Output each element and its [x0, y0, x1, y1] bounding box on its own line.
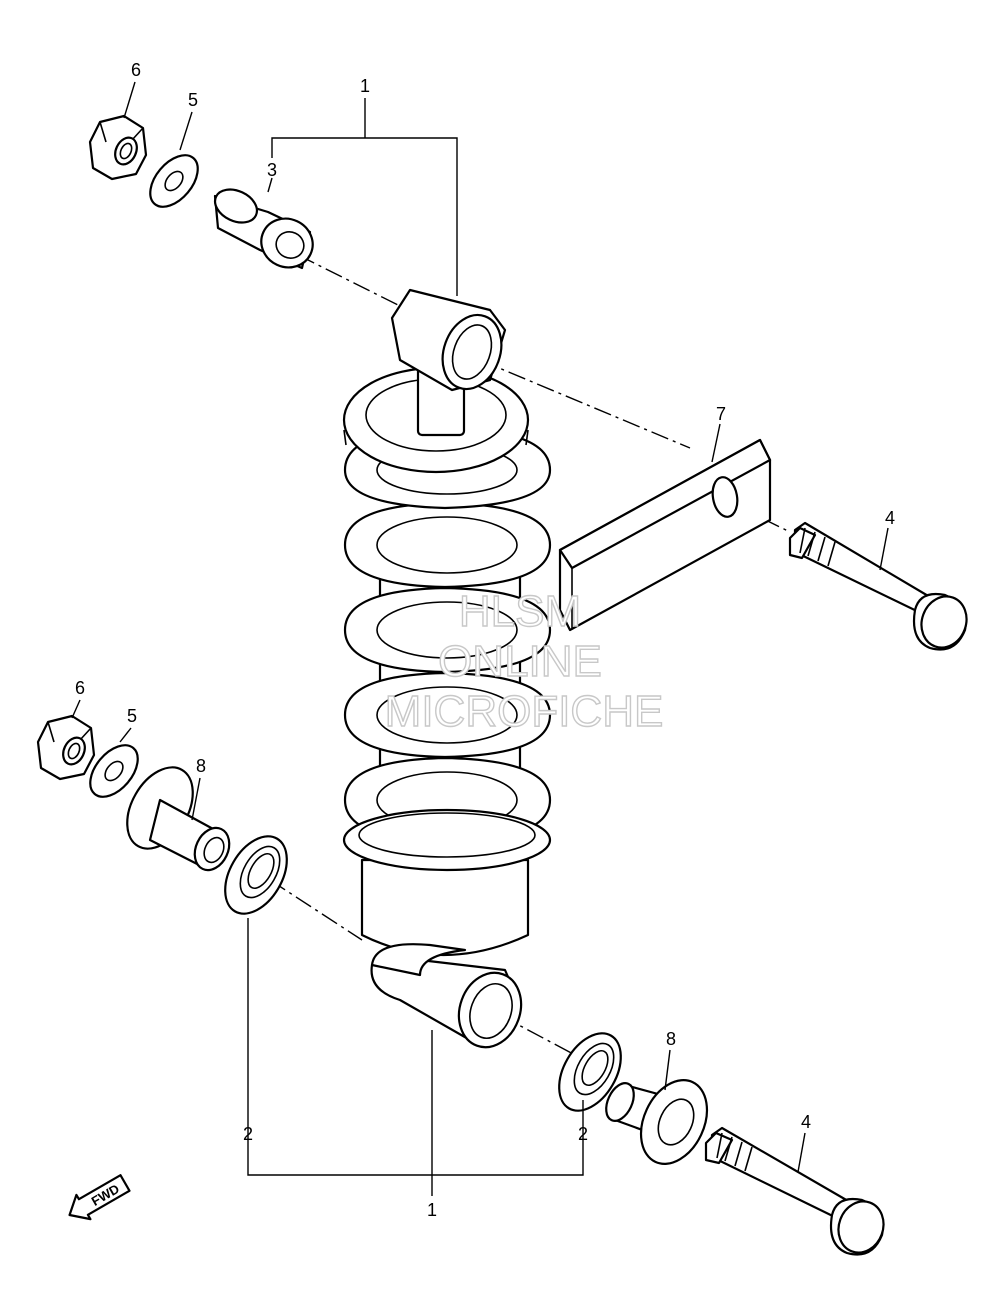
callout-4-right: 4 — [885, 508, 895, 528]
centerline-upper-bracket — [479, 359, 691, 449]
watermark-line-2: ONLINE — [438, 637, 602, 686]
upper-bushing — [213, 188, 314, 270]
callout-8-left: 8 — [196, 756, 206, 776]
leader-p8-left — [191, 777, 201, 821]
bracket-p1-top — [271, 137, 458, 296]
bearing-left — [224, 835, 288, 915]
fwd-arrow-icon: FWD — [68, 1174, 131, 1221]
callout-6-bottom: 6 — [75, 678, 85, 698]
nut-upper — [88, 114, 148, 181]
collar-lower-left — [126, 766, 231, 872]
callout-7: 7 — [716, 404, 726, 424]
shock-absorber — [342, 288, 552, 1049]
leader-p7 — [711, 423, 721, 463]
callout-3: 3 — [267, 160, 277, 180]
callout-2-left: 2 — [243, 1124, 253, 1144]
leader-p6-top — [123, 81, 136, 119]
watermark-line-3: MICROFICHE — [385, 687, 664, 736]
washer-lower — [89, 744, 139, 798]
bolt-lower — [704, 1126, 885, 1256]
leader-p6-bottom — [71, 699, 81, 719]
leader-p4-right — [879, 527, 889, 571]
callout-1-top: 1 — [360, 76, 370, 96]
nut-lower — [36, 714, 96, 781]
callout-1-bottom: 1 — [427, 1200, 437, 1220]
bearing-right — [558, 1032, 622, 1112]
callout-8-right: 8 — [666, 1029, 676, 1049]
bolt-upper-right — [788, 521, 968, 651]
watermark: HLSM ONLINE MICROFICHE — [384, 586, 664, 736]
bracket-p2-p1-bottom — [247, 918, 584, 1176]
leader-p8-right — [664, 1049, 671, 1091]
callout-5-bottom: 5 — [127, 706, 137, 726]
callout-6-top: 6 — [131, 60, 141, 80]
leader-p5-bottom — [119, 727, 132, 743]
bracket-plate — [558, 438, 772, 632]
callout-2-right: 2 — [578, 1124, 588, 1144]
washer-upper — [149, 154, 199, 208]
callout-4-bottom: 4 — [801, 1112, 811, 1132]
leader-p3 — [267, 177, 273, 193]
callout-5-top: 5 — [188, 90, 198, 110]
leader-p4-bottom — [797, 1132, 806, 1173]
collar-lower-right — [605, 1079, 709, 1165]
centerline-lower-left — [269, 879, 363, 941]
watermark-line-1: HLSM — [459, 587, 581, 636]
centerline-upper-bushing — [297, 254, 399, 306]
leader-p5-top — [179, 111, 193, 151]
